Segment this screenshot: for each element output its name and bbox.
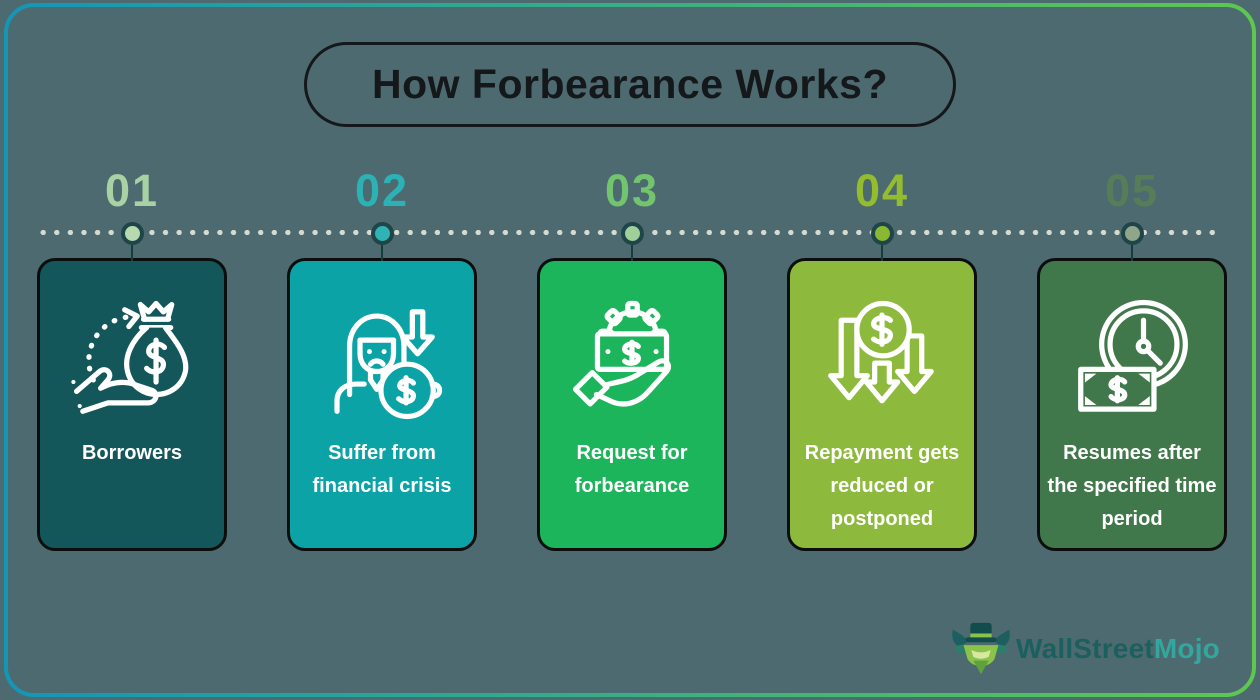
step-label: Suffer from financial crisis	[312, 442, 452, 497]
step-number-04: 04	[854, 165, 910, 216]
step-cards-row: Borrowers	[37, 258, 1227, 551]
timeline-nodes-row	[37, 222, 1227, 245]
step-number-05: 05	[1104, 165, 1160, 216]
step-card-request-forbearance: Request for forbearance	[537, 258, 727, 551]
bull-mascot-icon	[952, 622, 1010, 675]
timeline-node-02	[370, 222, 394, 245]
resume-clock-money-icon	[1078, 299, 1188, 412]
step-card-borrowers: Borrowers	[37, 258, 227, 551]
brand-name-secondary: Mojo	[1153, 633, 1220, 664]
step-card-resumes-after: Resumes after the specified time period	[1037, 258, 1227, 551]
brand-name-primary: WallStreet	[1015, 633, 1154, 664]
step-label: Request for forbearance	[574, 442, 690, 497]
financial-distress-woman-icon	[334, 309, 443, 420]
step-number-03: 03	[604, 165, 660, 216]
step-number-01: 01	[104, 165, 160, 216]
step-label: Borrowers	[81, 442, 183, 464]
timeline-node-03	[620, 222, 644, 245]
title-pill: How Forbearance Works?	[304, 42, 956, 127]
step-label: Resumes after the specified time period	[1047, 442, 1217, 530]
forbearance-request-hand-icon	[572, 300, 672, 407]
repayment-reduced-arrows-icon	[828, 300, 934, 404]
wallstreetmojo-logo: WallStreetMojo	[950, 618, 1220, 680]
step-number-02: 02	[354, 165, 410, 216]
timeline-node-04	[870, 222, 894, 245]
step-numbers-row: 01 02 03 04 05	[37, 166, 1227, 216]
step-card-repayment-reduced: Repayment gets reduced or postponed	[787, 258, 977, 551]
timeline-node-01	[120, 222, 144, 245]
step-label: Repayment gets reduced or postponed	[804, 442, 960, 530]
page-title: How Forbearance Works?	[371, 61, 889, 107]
step-card-financial-crisis: Suffer from financial crisis	[287, 258, 477, 551]
money-bag-hand-icon	[71, 300, 189, 414]
timeline-node-05	[1120, 222, 1144, 245]
